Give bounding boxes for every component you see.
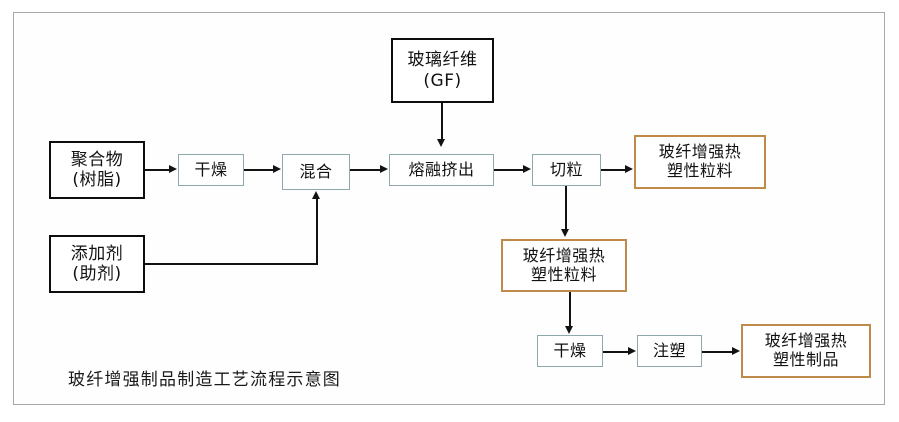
node-pelletizing[interactable]: 切粒 — [532, 154, 601, 186]
connector-drying-2-to-injection — [603, 351, 629, 353]
arrowhead-pelletizing-to-product-mid — [561, 229, 569, 237]
connector-melt-extrusion-to-pelletizing — [494, 169, 524, 171]
connector-additive-to-mixing-vertical — [316, 199, 318, 264]
node-melt-extrusion[interactable]: 熔融挤出 — [389, 154, 494, 186]
node-product-pellet-mid[interactable]: 玻纤增强热 塑性粒料 — [501, 239, 627, 292]
arrowhead-drying-2-to-injection — [628, 347, 636, 355]
connector-injection-to-product-part — [702, 351, 733, 353]
node-product-part[interactable]: 玻纤增强热 塑性制品 — [741, 324, 871, 378]
arrowhead-additive-to-mixing — [312, 191, 320, 199]
arrowhead-drying-1-to-mixing — [273, 165, 281, 173]
connector-product-mid-to-drying-2 — [569, 292, 571, 328]
diagram-frame: 玻璃纤维 (GF) 聚合物 (树脂) 干燥 混合 熔融挤出 切粒 玻纤增强热 塑… — [13, 12, 885, 405]
diagram-caption: 玻纤增强制品制造工艺流程示意图 — [68, 370, 341, 390]
node-product-pellet-top[interactable]: 玻纤增强热 塑性粒料 — [634, 135, 766, 189]
connector-drying-1-to-mixing — [244, 169, 274, 171]
connector-mixing-to-melt-extrusion — [350, 169, 381, 171]
connector-additive-to-mixing-horizontal — [145, 263, 318, 265]
node-polymer[interactable]: 聚合物 (树脂) — [49, 141, 145, 199]
node-glass-fiber[interactable]: 玻璃纤维 (GF) — [391, 38, 494, 103]
connector-glass-fiber-to-melt-extrusion — [441, 103, 443, 141]
arrowhead-product-mid-to-drying-2 — [565, 326, 573, 334]
connector-pelletizing-to-product-top — [601, 169, 626, 171]
node-mixing[interactable]: 混合 — [282, 154, 350, 190]
node-additive[interactable]: 添加剂 (助剂) — [49, 235, 145, 293]
node-drying-1[interactable]: 干燥 — [178, 154, 244, 186]
node-drying-2[interactable]: 干燥 — [537, 335, 603, 367]
arrowhead-injection-to-product-part — [732, 347, 740, 355]
arrowhead-melt-extrusion-to-pelletizing — [523, 165, 531, 173]
node-injection-molding[interactable]: 注塑 — [637, 335, 702, 367]
connector-pelletizing-to-product-mid — [565, 186, 567, 231]
arrowhead-mixing-to-melt-extrusion — [380, 165, 388, 173]
arrowhead-pelletizing-to-product-top — [625, 165, 633, 173]
arrowhead-glass-fiber-to-melt-extrusion — [437, 139, 445, 147]
arrowhead-polymer-to-drying-1 — [169, 165, 177, 173]
connector-polymer-to-drying-1 — [145, 169, 170, 171]
